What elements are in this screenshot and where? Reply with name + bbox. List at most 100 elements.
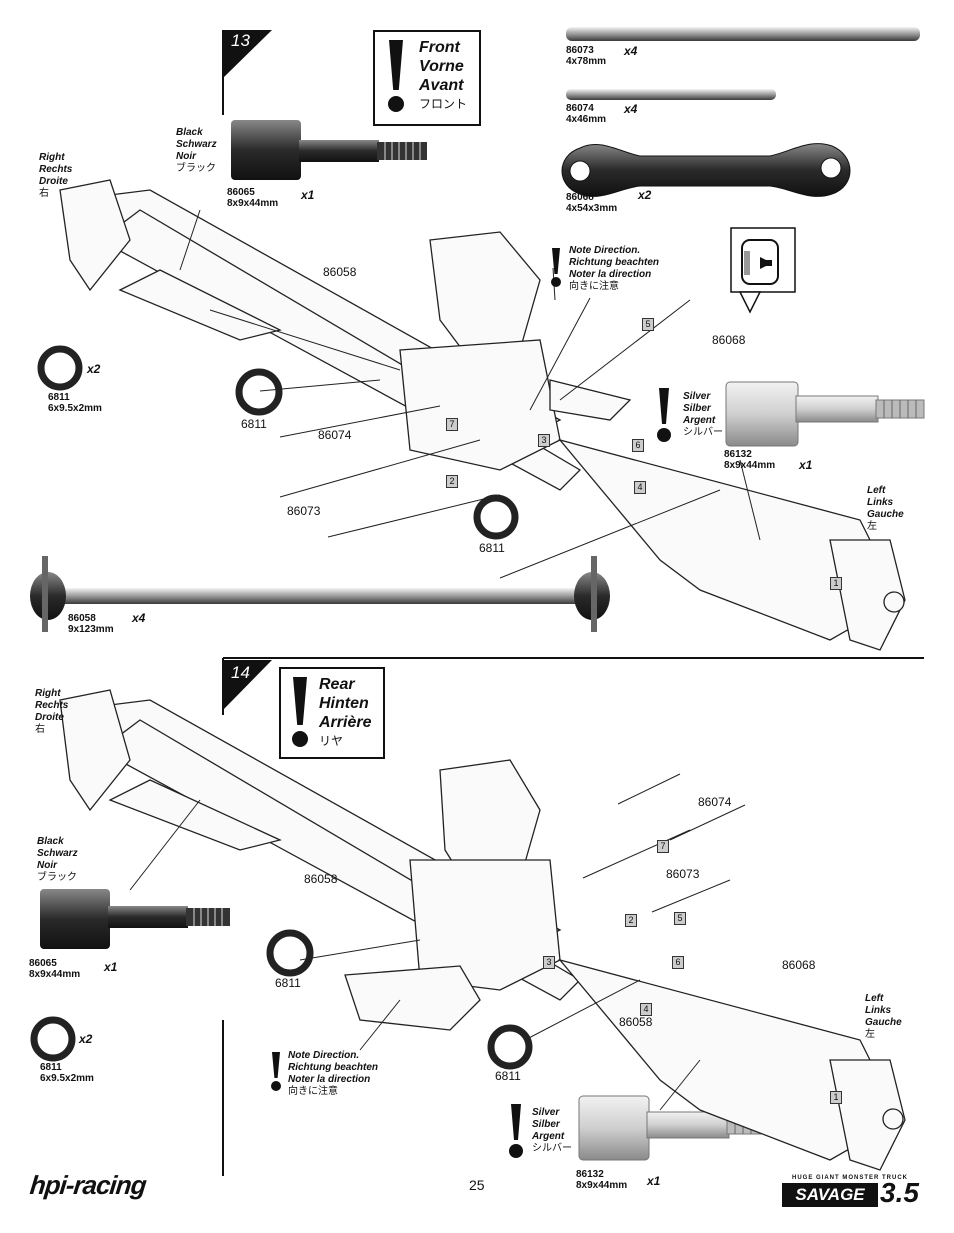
part-qty-86073: x4 [624,44,638,58]
callout-6811-14b: 6811 [495,1069,521,1083]
note-direction-14: Note Direction. Richtung beachten Noter … [288,1050,379,1097]
note-direction-13: Note Direction. Richtung beachten Noter … [569,245,660,292]
direction-jp: フロント [419,97,468,111]
part-label-6811-14: 6811 6x9.5x2mm [40,1062,94,1084]
callout-6811: 6811 [241,417,267,431]
callout-6811-14: 6811 [275,976,301,990]
oring-6811-image [37,345,83,391]
exclamation-icon [385,40,407,120]
step13-tab [223,30,272,78]
seq-4: 4 [634,481,646,494]
part-label-6811: 6811 6x9.5x2mm [48,392,102,414]
savage-version: 3.5 [880,1177,919,1208]
driveshaft-86058-image [30,556,610,632]
seq-3-14: 3 [543,956,555,969]
link-86068-image [561,143,851,197]
seq-6: 6 [632,439,644,452]
seq-5: 5 [642,318,654,331]
callout-86074: 86074 [318,428,352,442]
part-qty-6811: x2 [87,362,101,376]
callout-86074-14: 86074 [698,795,732,809]
rear-direction-text: Rear Hinten Arrière リヤ [319,676,372,748]
part-label-86065: 86065 8x9x44mm [227,187,279,209]
step14-tab [223,660,272,710]
seq-7: 7 [446,418,458,431]
part-label-86068: 86068 4x54x3mm [566,192,617,214]
callout-6811-b: 6811 [479,541,505,555]
right-label: Right Rechts Droite 右 [39,152,73,199]
step13-number: 13 [231,31,250,50]
hpi-racing-logo: hpi-racing [28,1170,148,1200]
axle-86065-image-14 [40,889,110,949]
part-qty-86065: x1 [301,188,315,202]
silver-exclamation-icon [655,388,673,444]
seq-1: 1 [830,577,842,590]
part-number: 86074 [566,103,594,114]
seq-4-14: 4 [640,1003,652,1016]
direction-fr: Avant [419,77,464,94]
note-exclamation-icon [548,248,564,290]
callout-86073-14: 86073 [666,867,700,881]
part-qty-86058: x4 [132,611,146,625]
part-qty-6811-14: x2 [79,1032,93,1046]
page-number: 25 [469,1177,485,1193]
part-qty-86074: x4 [624,102,638,116]
oring-6811-image-14 [30,1016,76,1062]
savage-name: SAVAGE [782,1183,878,1207]
pin-86074-image [566,89,776,100]
part-label-86132: 86132 8x9x44mm [724,449,776,471]
note-exclamation-icon-14 [268,1052,284,1094]
part-number: 86073 [566,45,594,56]
seq-3: 3 [538,434,550,447]
direction-en: Front [419,39,460,56]
seq-1-14: 1 [830,1091,842,1104]
savage-logo: HUGE GIANT MONSTER TRUCK SAVAGE 3.5 [782,1175,924,1209]
part-number: 86068 [566,192,594,203]
pin-86073-image [566,27,920,41]
part-size: 4x78mm [566,56,607,67]
callout-86068: 86068 [712,333,746,347]
axle-86132-image [725,381,799,447]
part-size: 4x54x3mm [566,203,618,214]
part-qty-86065-14: x1 [104,960,118,974]
part-label-86058: 86058 9x123mm [68,613,114,635]
direction-inset-13 [730,227,796,314]
black-label: Black Schwarz Noir ブラック [176,127,217,174]
savage-tagline: HUGE GIANT MONSTER TRUCK [792,1175,908,1181]
rear-direction-box: Rear Hinten Arrière リヤ [279,667,385,759]
part-label-86065-14: 86065 8x9x44mm [29,958,81,980]
callout-86058-14b: 86058 [619,1015,653,1029]
part-size: 4x46mm [566,114,607,125]
part-qty-86132-14: x1 [647,1174,661,1188]
black-label-14: Black Schwarz Noir ブラック [37,836,78,883]
seq-5-14: 5 [674,912,686,925]
direction-de: Vorne [419,58,464,75]
exclamation-icon [289,677,311,753]
seq-2-14: 2 [625,914,637,927]
part-qty-86068: x2 [638,188,652,202]
part-qty-86132: x1 [799,458,813,472]
callout-86068-14: 86068 [782,958,816,972]
seq-6-14: 6 [672,956,684,969]
axle-86065-image [231,120,301,180]
silver-exclamation-icon-14 [507,1104,525,1160]
front-direction-box: Front Vorne Avant フロント [373,30,481,126]
silver-label-14: Silver Silber Argent シルバー [532,1107,572,1154]
right-label-14: Right Rechts Droite 右 [35,688,69,735]
part-label-86073: 86073 4x78mm [566,45,606,67]
step14-number: 14 [231,663,250,682]
axle-86132-image-14 [578,1095,650,1161]
silver-label: Silver Silber Argent シルバー [683,391,723,438]
front-direction-text: Front Vorne Avant フロント [419,38,467,114]
seq-2: 2 [446,475,458,488]
step14-chassis-sketch [59,689,906,1171]
callout-86058-14: 86058 [304,872,338,886]
part-label-86132-14: 86132 8x9x44mm [576,1169,628,1191]
seq-7-14: 7 [657,840,669,853]
callout-86058: 86058 [323,265,357,279]
left-label-14: Left Links Gauche 左 [865,993,902,1040]
left-label: Left Links Gauche 左 [867,485,904,532]
callout-86073: 86073 [287,504,321,518]
part-label-86074: 86074 4x46mm [566,103,606,125]
